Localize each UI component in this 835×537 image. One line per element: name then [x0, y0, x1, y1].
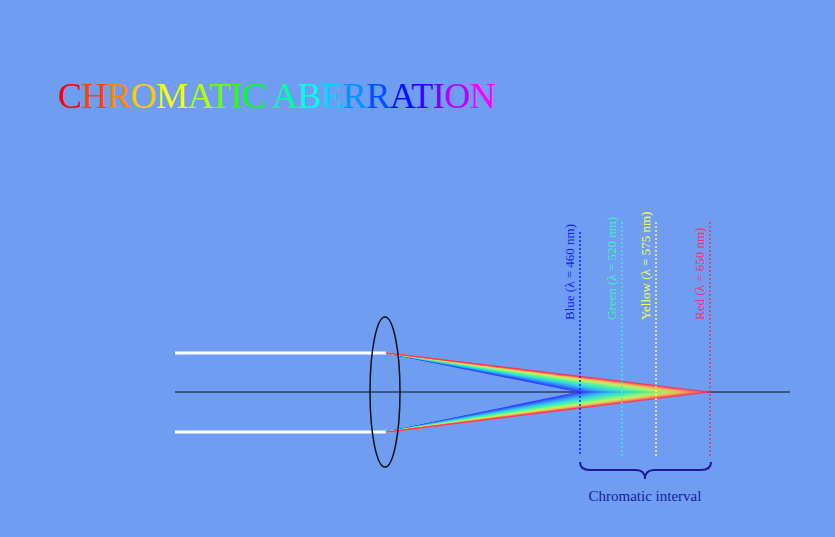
wavelength-label: Green (λ = 520 nm): [604, 217, 620, 320]
title: CHROMATIC ABERRATION: [58, 74, 495, 118]
focal-plane-line: [709, 222, 711, 456]
wavelength-label: Yellow (λ = 575 nm): [638, 212, 654, 320]
refracted-ray: [387, 353, 710, 392]
incident-ray: [175, 431, 386, 434]
incident-ray: [175, 352, 386, 355]
refracted-ray: [387, 392, 710, 432]
focal-plane-line: [621, 222, 623, 456]
interval-label: Chromatic interval: [589, 487, 702, 505]
focal-plane-line: [579, 232, 581, 456]
focal-plane-line: [655, 222, 657, 456]
interval-brace: [580, 462, 711, 479]
wavelength-label: Blue (λ = 460 nm): [562, 224, 578, 320]
wavelength-label: Red (λ = 650 nm): [692, 228, 708, 320]
convex-lens: [370, 317, 400, 467]
ray-fan: [387, 353, 710, 432]
